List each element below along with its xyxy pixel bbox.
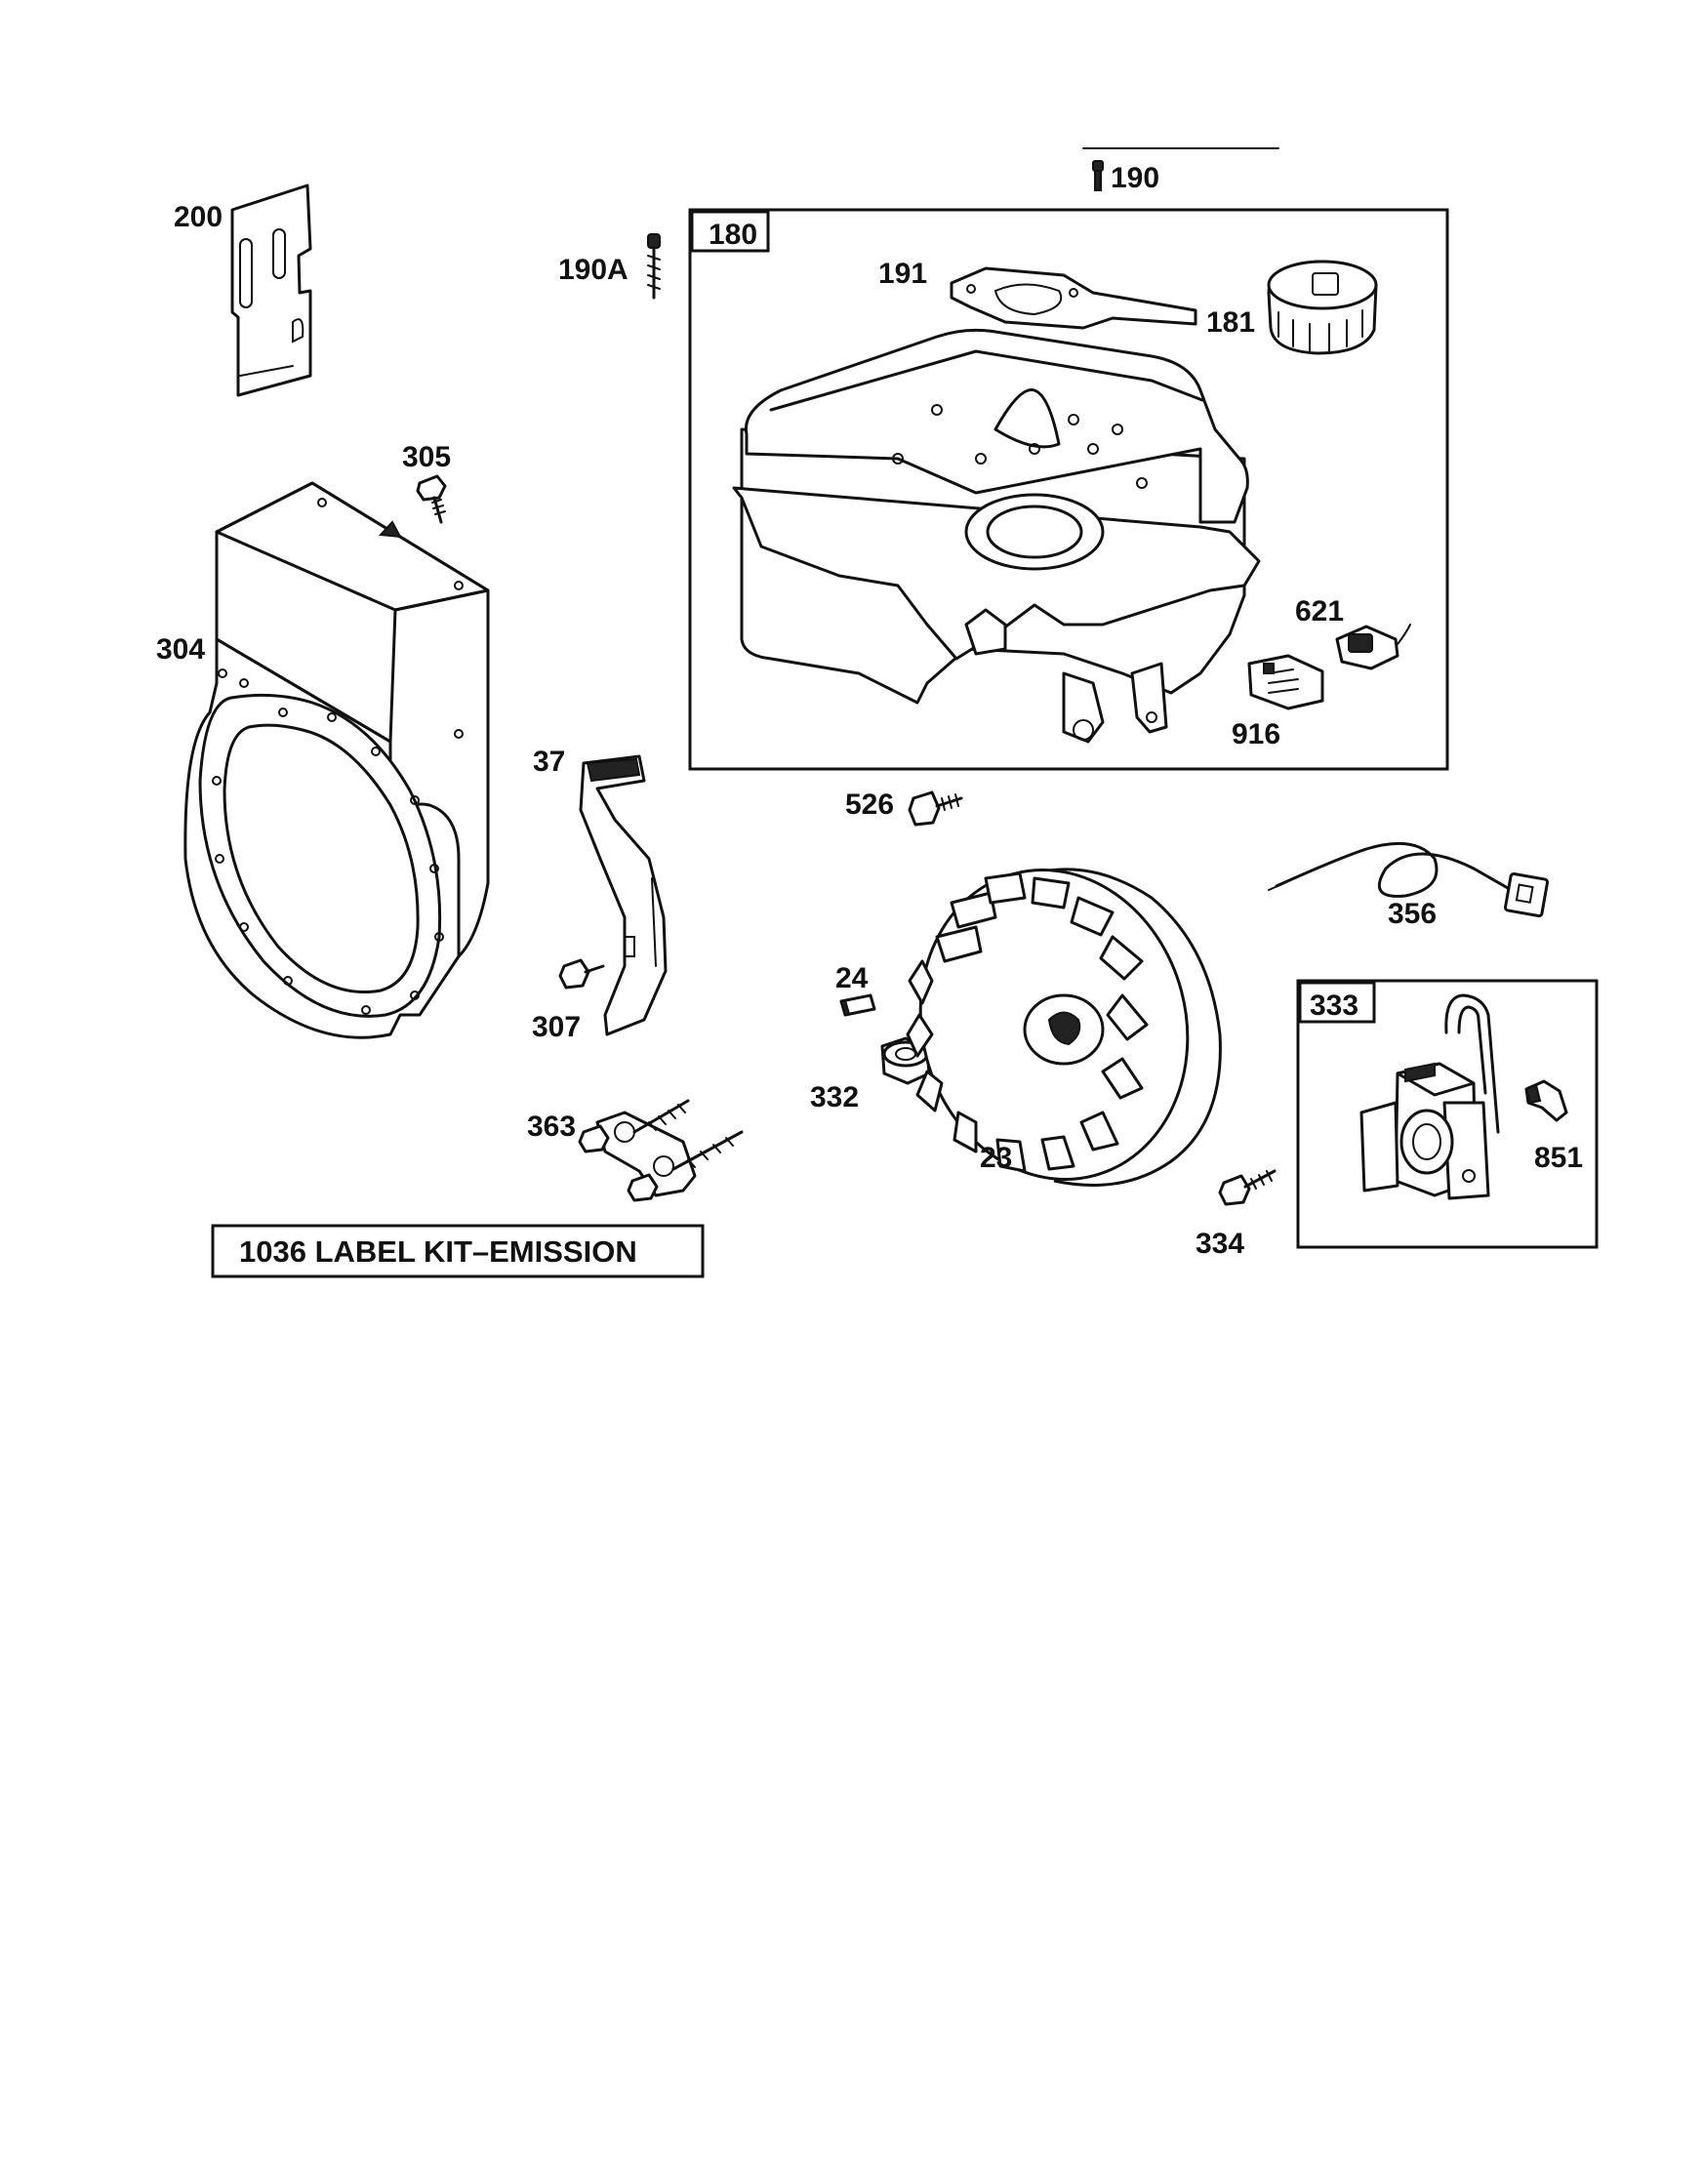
part-37-air-guide: [579, 754, 668, 1036]
label-307: 307: [532, 1011, 581, 1043]
label-332: 332: [810, 1081, 859, 1113]
label-334: 334: [1196, 1228, 1244, 1260]
box-label-333-frame: [1298, 981, 1376, 1024]
armature-assembly-frame: [1296, 979, 1599, 1249]
part-304-blower-housing: [183, 481, 490, 1039]
part-191-gasket: [950, 266, 1197, 330]
part-181-fuel-cap: [1267, 260, 1378, 355]
label-190a: 190A: [558, 254, 628, 286]
part-621-clip: [1335, 624, 1411, 670]
label-24: 24: [835, 962, 869, 994]
label-191: 191: [878, 258, 927, 290]
fuel-tank: [732, 328, 1261, 744]
label-621: 621: [1295, 595, 1344, 627]
label-916: 916: [1232, 718, 1280, 750]
part-200-bracket: [230, 183, 312, 397]
label-526: 526: [845, 789, 894, 821]
kit-label-frame: [211, 1224, 705, 1278]
label-190: 190: [1111, 162, 1159, 194]
kit-label-text: 1036 LABEL KIT–EMISSION: [239, 1234, 637, 1269]
part-333-ignition-armature: [1359, 993, 1500, 1200]
part-307-screw: [558, 958, 605, 990]
part-190-screw: [1092, 160, 1104, 191]
fuel-tank-assembly-frame: [688, 208, 1449, 771]
label-200: 200: [174, 201, 223, 233]
part-23-flywheel: [906, 868, 1222, 1187]
label-305: 305: [402, 441, 451, 473]
box-label-180-frame: [690, 210, 770, 253]
part-916-bracket: [1247, 654, 1324, 710]
part-526-bolt: [908, 790, 963, 827]
part-851-clip: [1524, 1079, 1568, 1122]
label-363: 363: [527, 1111, 576, 1143]
part-334-bolt: [1218, 1169, 1277, 1206]
part-305-screw: [416, 474, 447, 524]
label-333: 333: [1310, 990, 1358, 1022]
label-181: 181: [1206, 306, 1255, 339]
label-23: 23: [980, 1142, 1012, 1174]
part-356-wire: [1268, 841, 1550, 918]
label-304: 304: [156, 633, 205, 666]
label-37: 37: [533, 746, 565, 778]
label-180: 180: [709, 219, 757, 251]
part-363-bracket: [578, 1099, 744, 1202]
part-24-key: [839, 993, 876, 1017]
label-851: 851: [1534, 1142, 1583, 1174]
label-356: 356: [1388, 898, 1437, 930]
part-190a-screw: [647, 233, 661, 300]
